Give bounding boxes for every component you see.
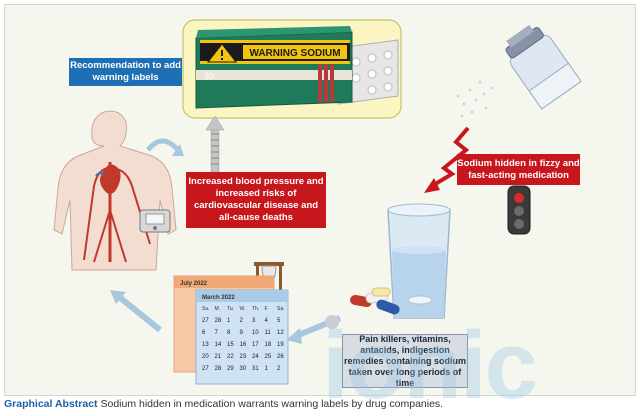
calendar-back-title: July 2022 xyxy=(180,281,208,287)
watermark-logo: ionic xyxy=(322,312,538,416)
calendar-weekday: M. xyxy=(215,306,221,312)
pack-count: 30 xyxy=(204,71,214,81)
calendar-day: 1 xyxy=(227,318,231,324)
medication-pack-illustration: WARNING SODIUM 30 xyxy=(182,19,402,119)
calendar-day: 1 xyxy=(265,366,269,372)
caption: Graphical Abstract Sodium hidden in medi… xyxy=(4,398,443,410)
pills-illustration xyxy=(350,287,400,315)
calendar-day: 17 xyxy=(252,342,259,348)
calendar-weekday: W. xyxy=(240,306,246,312)
calendar-day: 3 xyxy=(252,318,256,324)
salt-grains xyxy=(456,80,494,118)
calendar-day: 12 xyxy=(277,330,284,336)
calendar-day: 28 xyxy=(215,318,222,324)
traffic-light-icon xyxy=(507,185,531,235)
calendar-day: 2 xyxy=(277,366,281,372)
blood-pressure-box: Increased blood pressure and increased r… xyxy=(186,172,326,228)
calendar-day: 20 xyxy=(202,354,209,360)
hidden-sodium-box: Sodium hidden in fizzy and fast-acting m… xyxy=(457,154,580,185)
salt-shaker-illustration xyxy=(505,24,582,110)
calendar-day: 13 xyxy=(202,342,209,348)
calendar-day: 18 xyxy=(265,342,272,348)
calendar-day: 14 xyxy=(215,342,222,348)
calendar-weekday: Tu. xyxy=(227,306,234,312)
medication-types-box: Pain killers, vitamins, antacids, indige… xyxy=(342,333,468,388)
calendar-day: 4 xyxy=(265,318,269,324)
calendar-day: 27 xyxy=(202,366,209,372)
calendar-day: 15 xyxy=(227,342,234,348)
calendar-day: 7 xyxy=(215,330,219,336)
up-arrow xyxy=(205,115,225,173)
calendar-day: 9 xyxy=(240,330,244,336)
calendar-day: 5 xyxy=(277,318,281,324)
calendar-weekday: F. xyxy=(265,306,269,312)
calendar-day: 22 xyxy=(227,354,234,360)
calendar-day: 23 xyxy=(240,354,247,360)
calendar-day: 24 xyxy=(252,354,259,360)
recommendation-box: Recommendation to add warning labels xyxy=(69,58,182,86)
warning-label-text: WARNING SODIUM xyxy=(249,48,340,59)
calendar-day: 2 xyxy=(240,318,244,324)
calendar-day: 30 xyxy=(240,366,247,372)
calendar-weekday: Sa. xyxy=(277,306,285,312)
calendar-day: 16 xyxy=(240,342,247,348)
calendar-day: 6 xyxy=(202,330,206,336)
blood-pressure-monitor-icon xyxy=(139,209,171,233)
calendar-weekday: Su. xyxy=(202,306,210,312)
water-glass-illustration xyxy=(387,203,451,319)
calendar-day: 19 xyxy=(277,342,284,348)
human-torso-illustration xyxy=(53,110,177,271)
arrow-dot xyxy=(325,315,339,329)
calendar-day: 8 xyxy=(227,330,231,336)
arrow-calendar-to-body xyxy=(116,293,162,333)
calendar-day: 21 xyxy=(215,354,222,360)
red-zigzag-arrow xyxy=(430,126,470,188)
calendar-day: 26 xyxy=(277,354,284,360)
calendar-day: 29 xyxy=(227,366,234,372)
calendar-day: 31 xyxy=(252,366,259,372)
circular-arrow xyxy=(146,138,180,152)
calendar-day: 25 xyxy=(265,354,272,360)
calendar-day: 27 xyxy=(202,318,209,324)
calendar-day: 10 xyxy=(252,330,259,336)
calendar-weekday: Th. xyxy=(252,306,259,312)
calendar-day: 11 xyxy=(265,330,272,336)
calendar-day: 28 xyxy=(215,366,222,372)
calendar-front-title: March 2022 xyxy=(202,295,235,301)
caption-text: Sodium hidden in medication warrants war… xyxy=(100,398,444,410)
caption-title: Graphical Abstract xyxy=(4,398,98,410)
